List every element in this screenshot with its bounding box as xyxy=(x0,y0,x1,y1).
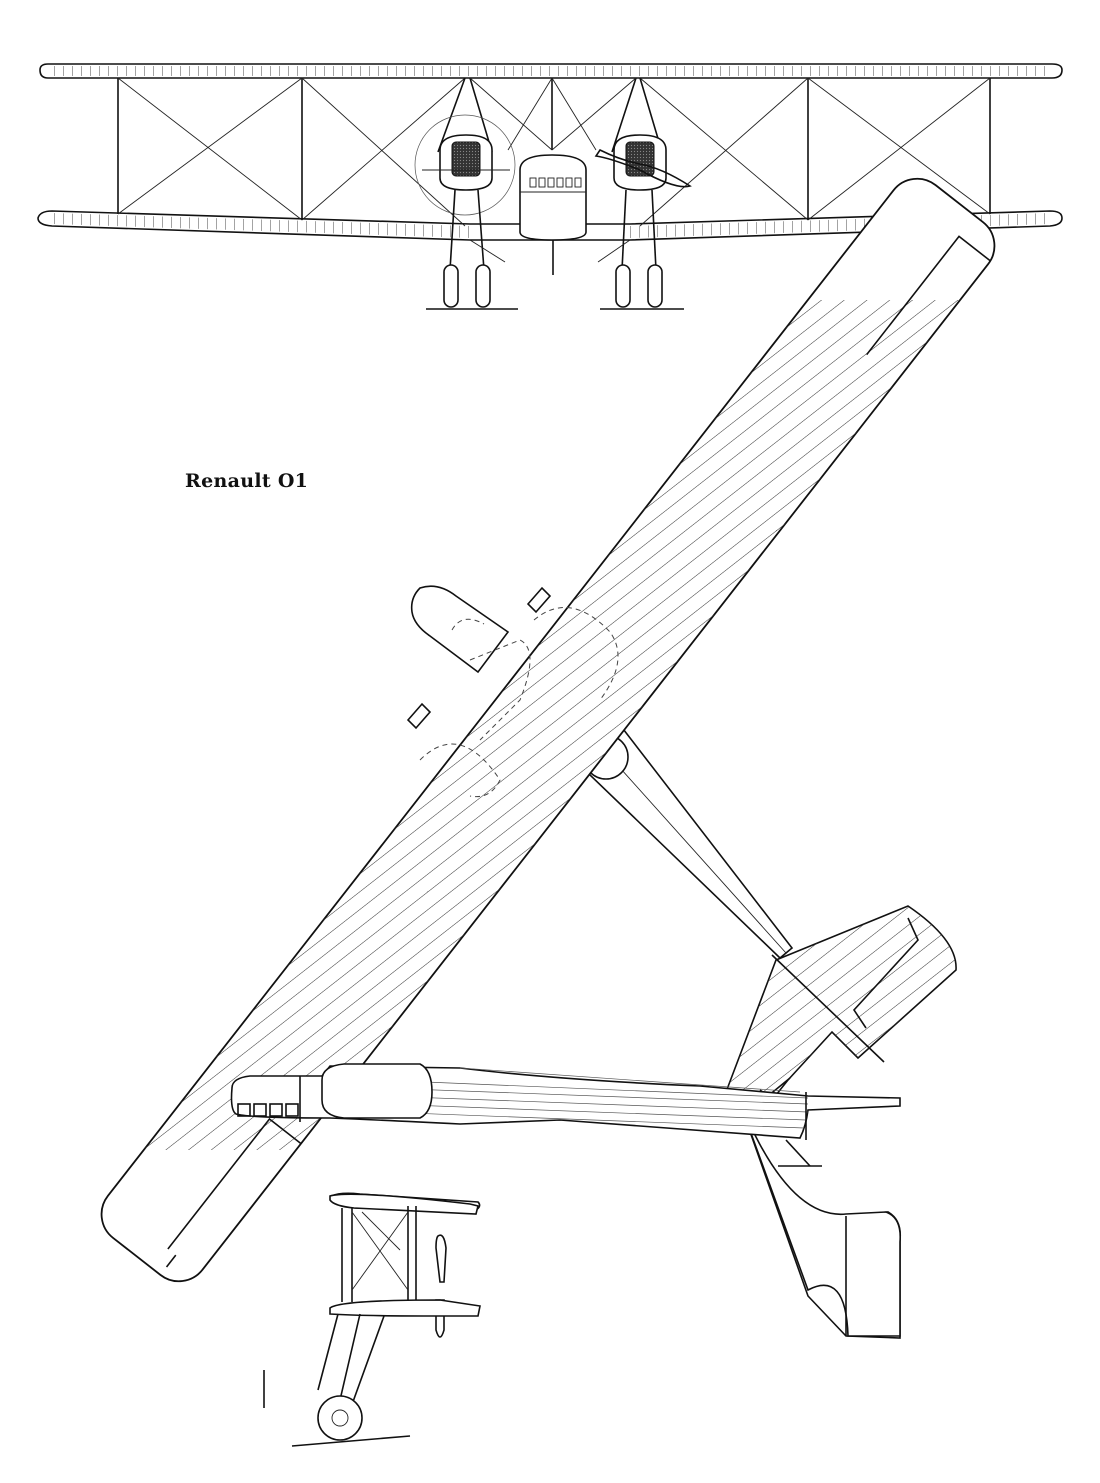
side-view xyxy=(230,1063,902,1447)
aircraft-title: Renault O1 xyxy=(185,470,309,492)
